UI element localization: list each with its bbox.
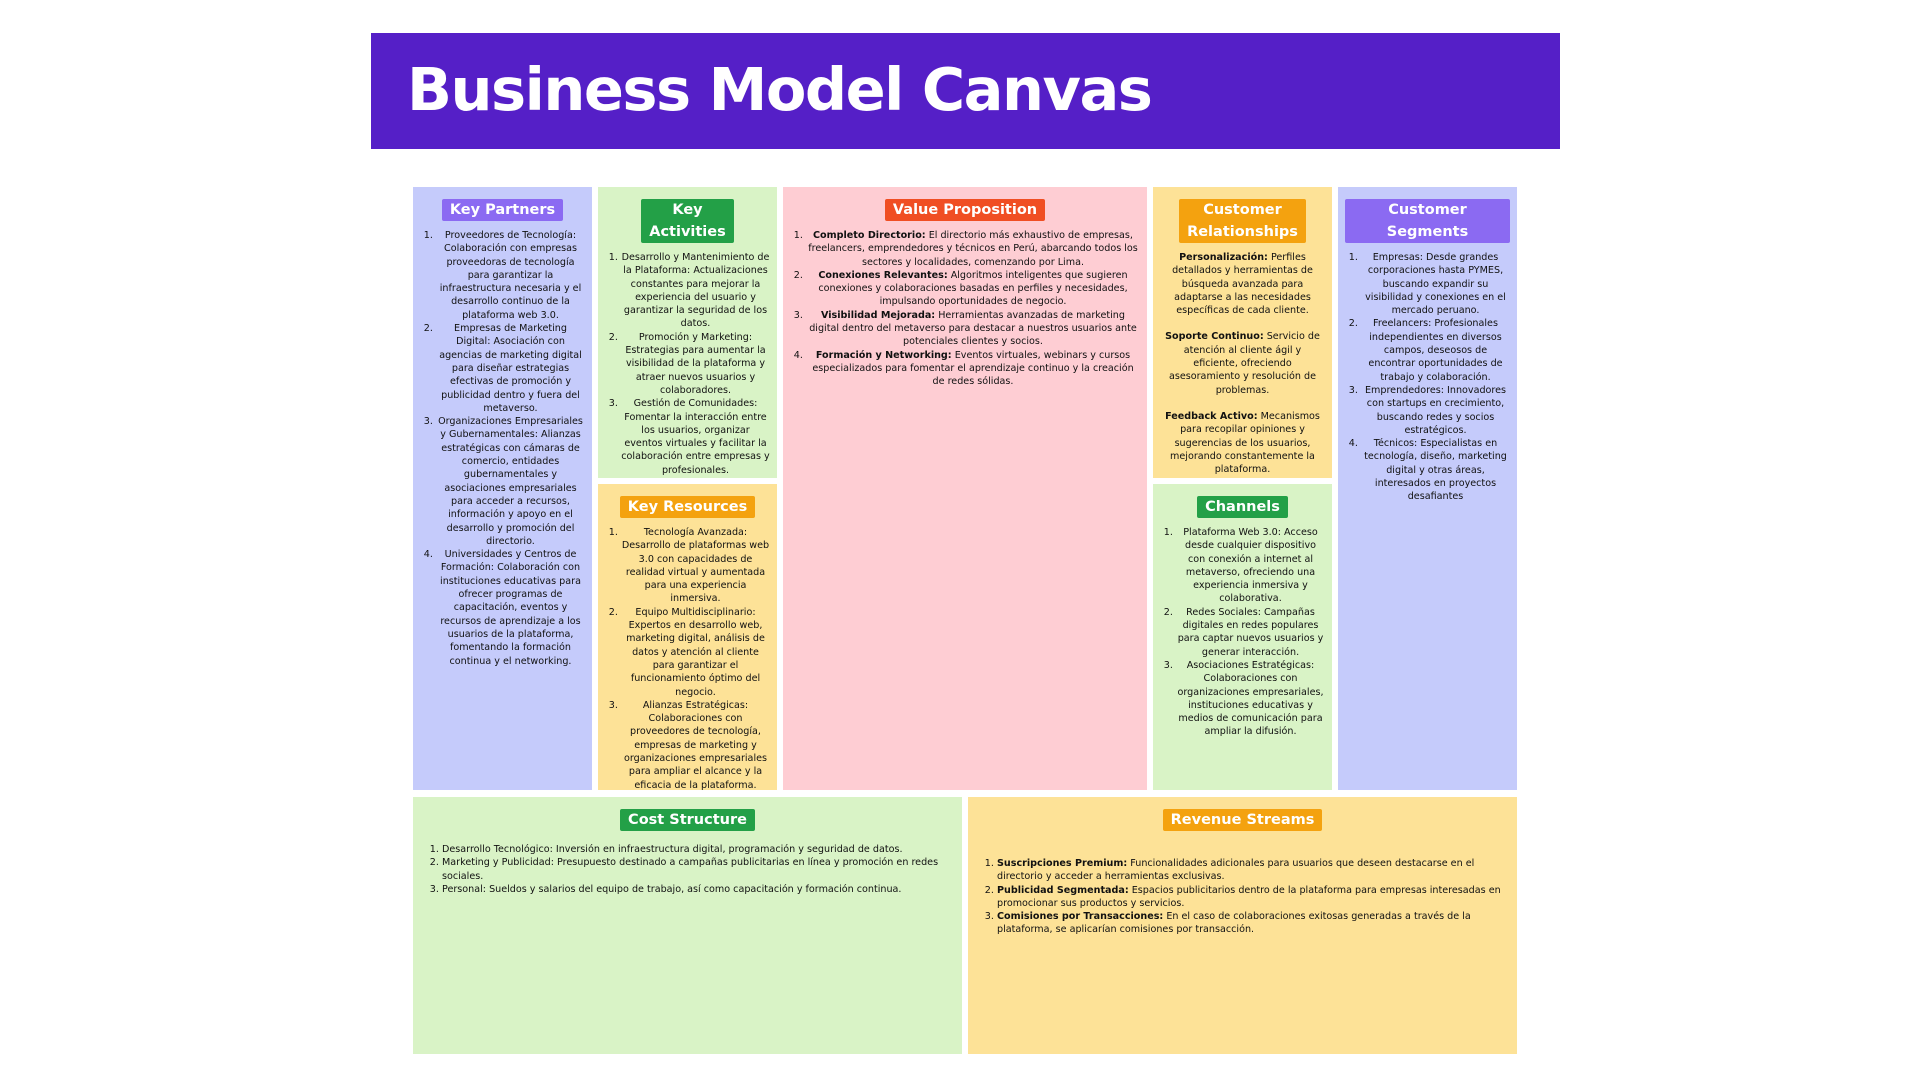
page-title: Business Model Canvas bbox=[407, 55, 1153, 124]
channels-list: Plataforma Web 3.0: Acceso desde cualqui… bbox=[1160, 526, 1325, 739]
key-partners-label: Key Partners bbox=[441, 199, 564, 221]
cost-structure-label: Cost Structure bbox=[620, 809, 755, 831]
key-resources-label: Key Resources bbox=[619, 496, 756, 518]
paragraph: Soporte Continuo: Servicio de atención a… bbox=[1165, 331, 1320, 396]
key-activities-label-line1: Key bbox=[672, 202, 703, 218]
list-item: Asociaciones Estratégicas: Colaboracione… bbox=[1176, 659, 1325, 739]
list-item: Tecnología Avanzada: Desarrollo de plata… bbox=[621, 526, 770, 606]
key-resources-list: Tecnología Avanzada: Desarrollo de plata… bbox=[605, 526, 770, 790]
list-item: Freelancers: Profesionales independiente… bbox=[1361, 317, 1510, 383]
value-proposition-box: Value Proposition Completo Directorio: E… bbox=[783, 187, 1147, 790]
list-item: Formación y Networking: Eventos virtuale… bbox=[806, 349, 1140, 389]
list-item: Alianzas Estratégicas: Colaboraciones co… bbox=[621, 699, 770, 790]
customer-relationships-text: Personalización: Perfiles detallados y h… bbox=[1160, 251, 1325, 476]
list-item: Promoción y Marketing: Estrategias para … bbox=[621, 331, 770, 397]
cost-structure-box: Cost Structure Desarrollo Tecnológico: I… bbox=[413, 797, 962, 1054]
list-item: Equipo Multidisciplinario: Expertos en d… bbox=[621, 606, 770, 699]
list-item: Desarrollo Tecnológico: Inversión en inf… bbox=[442, 843, 955, 856]
customer-segments-label: Customer Segments bbox=[1345, 199, 1510, 243]
list-item: Redes Sociales: Campañas digitales en re… bbox=[1176, 606, 1325, 659]
value-proposition-list: Completo Directorio: El directorio más e… bbox=[790, 229, 1140, 389]
paragraph: Personalización: Perfiles detallados y h… bbox=[1172, 252, 1313, 317]
list-item: Técnicos: Especialistas en tecnología, d… bbox=[1361, 437, 1510, 503]
customer-relationships-label-line1: Customer bbox=[1203, 202, 1282, 218]
value-proposition-label: Value Proposition bbox=[884, 199, 1046, 221]
key-resources-box: Key Resources Tecnología Avanzada: Desar… bbox=[598, 484, 777, 790]
list-item: Suscripciones Premium: Funcionalidades a… bbox=[997, 857, 1504, 884]
list-item: Personal: Sueldos y salarios del equipo … bbox=[442, 883, 955, 896]
list-item: Conexiones Relevantes: Algoritmos inteli… bbox=[806, 269, 1140, 309]
revenue-streams-list: Suscripciones Premium: Funcionalidades a… bbox=[975, 857, 1510, 937]
list-item: Empresas de Marketing Digital: Asociació… bbox=[436, 322, 585, 415]
cost-structure-list: Desarrollo Tecnológico: Inversión en inf… bbox=[420, 843, 955, 896]
customer-segments-box: Customer Segments Empresas: Desde grande… bbox=[1338, 187, 1517, 790]
revenue-streams-box: Revenue Streams Suscripciones Premium: F… bbox=[968, 797, 1517, 1054]
list-item: Plataforma Web 3.0: Acceso desde cualqui… bbox=[1176, 526, 1325, 606]
channels-label: Channels bbox=[1197, 496, 1288, 518]
key-activities-list: Desarrollo y Mantenimiento de la Platafo… bbox=[605, 251, 770, 477]
key-activities-label-line2: Activities bbox=[649, 224, 726, 240]
customer-segments-list: Empresas: Desde grandes corporaciones ha… bbox=[1345, 251, 1510, 504]
customer-relationships-label-line2: Relationships bbox=[1187, 224, 1298, 240]
channels-box: Channels Plataforma Web 3.0: Acceso desd… bbox=[1153, 484, 1332, 790]
key-partners-box: Key Partners Proveedores de Tecnología: … bbox=[413, 187, 592, 790]
list-item: Gestión de Comunidades: Fomentar la inte… bbox=[621, 397, 770, 477]
revenue-streams-label: Revenue Streams bbox=[1162, 809, 1323, 831]
list-item: Marketing y Publicidad: Presupuesto dest… bbox=[442, 856, 955, 883]
list-item: Completo Directorio: El directorio más e… bbox=[806, 229, 1140, 269]
list-item: Empresas: Desde grandes corporaciones ha… bbox=[1361, 251, 1510, 317]
title-banner: Business Model Canvas bbox=[371, 33, 1560, 149]
list-item: Proveedores de Tecnología: Colaboración … bbox=[436, 229, 585, 322]
list-item: Universidades y Centros de Formación: Co… bbox=[436, 548, 585, 668]
list-item: Organizaciones Empresariales y Gubername… bbox=[436, 415, 585, 548]
list-item: Emprendedores: Innovadores con startups … bbox=[1361, 384, 1510, 437]
key-partners-list: Proveedores de Tecnología: Colaboración … bbox=[420, 229, 585, 668]
paragraph: Feedback Activo: Mecanismos para recopil… bbox=[1165, 410, 1320, 476]
list-item: Publicidad Segmentada: Espacios publicit… bbox=[997, 884, 1504, 911]
list-item: Desarrollo y Mantenimiento de la Platafo… bbox=[621, 251, 770, 331]
list-item: Comisiones por Transacciones: En el caso… bbox=[997, 910, 1504, 937]
list-item: Visibilidad Mejorada: Herramientas avanz… bbox=[806, 309, 1140, 349]
